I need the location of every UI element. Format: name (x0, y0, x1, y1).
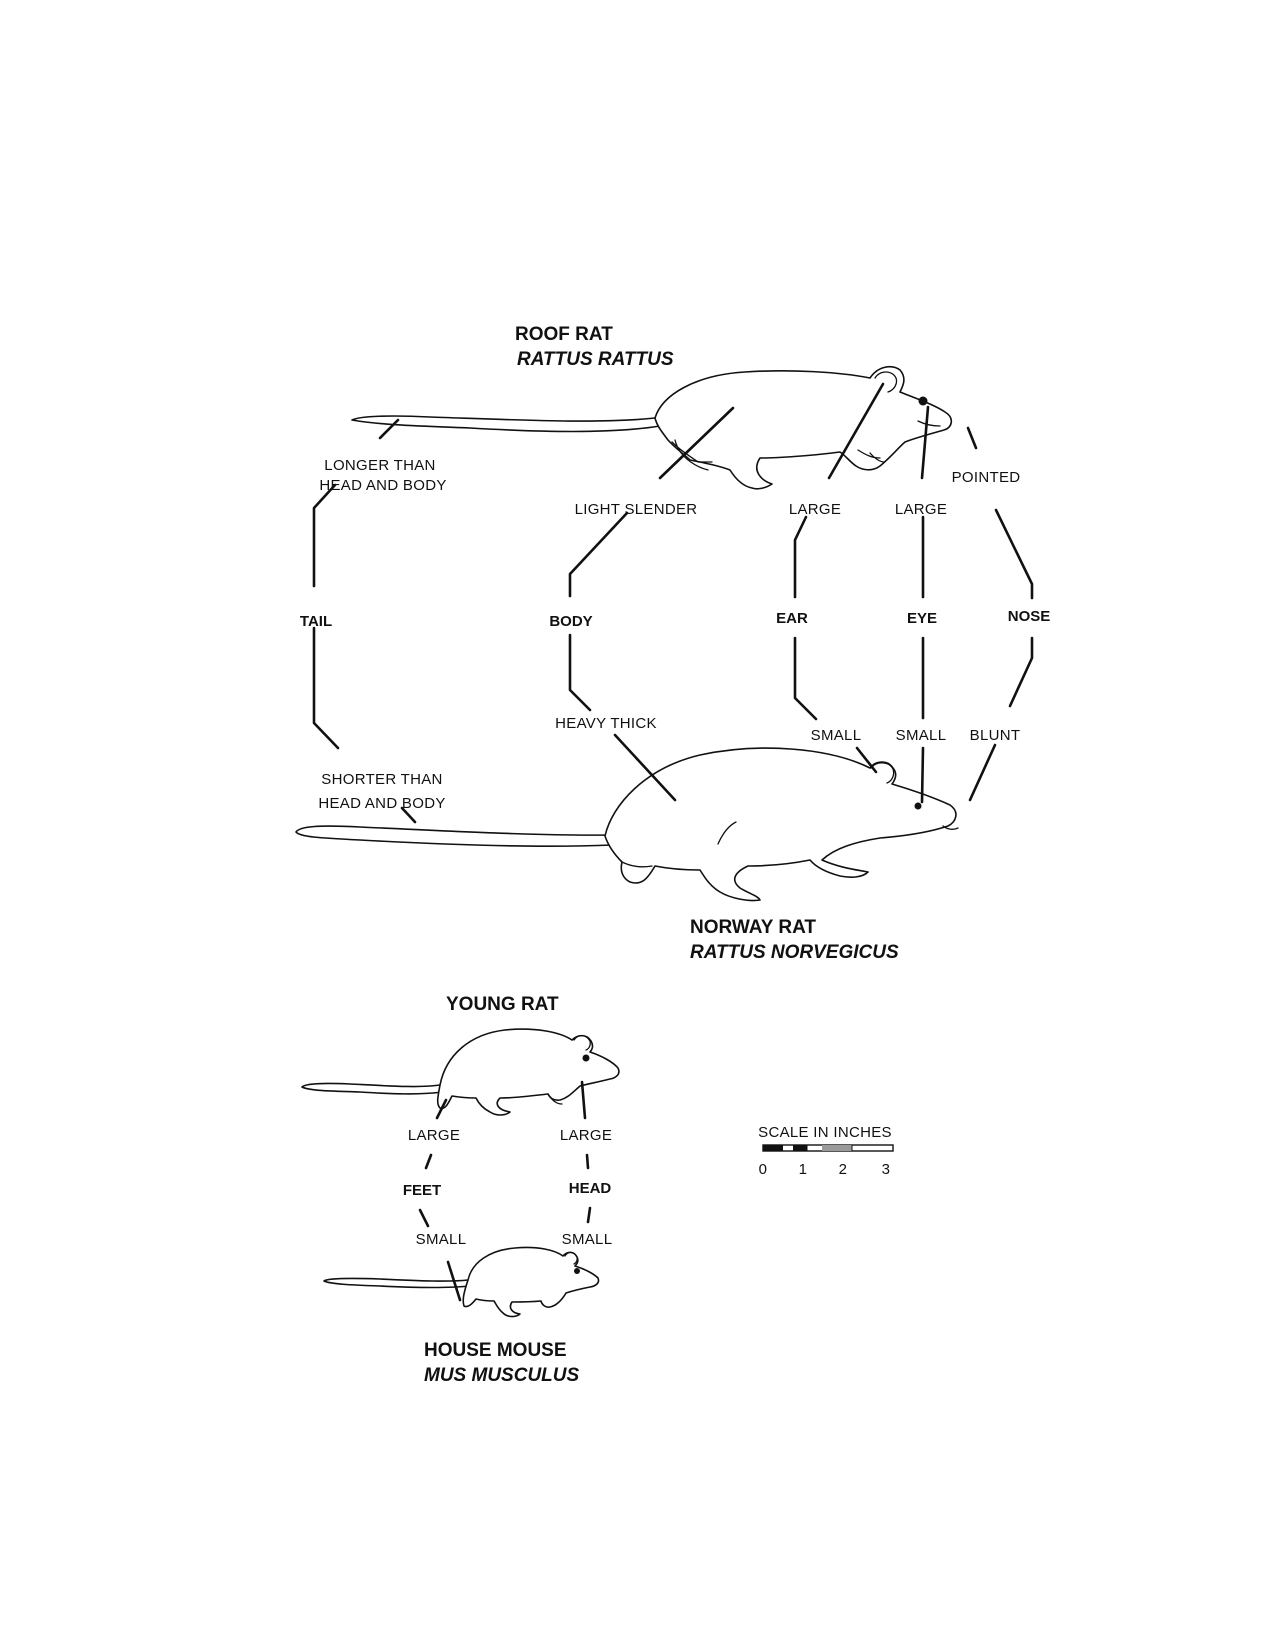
feet-young-label: LARGE (407, 1127, 461, 1144)
house-mouse-eye (574, 1268, 580, 1274)
norway-rat-haunch (717, 821, 737, 845)
body-connector-bottom (568, 633, 677, 802)
scale-bar-segment-1 (763, 1145, 783, 1151)
tail-connector-bottom (312, 626, 417, 824)
eye-connector-top (920, 405, 930, 599)
scale-bar (762, 1144, 894, 1152)
young-rat-tail (301, 1082, 443, 1095)
house-mouse-tail (323, 1277, 471, 1289)
young-rat-fore-leg (547, 1093, 563, 1105)
norway-rat-nose-line (942, 825, 959, 830)
eye-connector-bottom (920, 636, 925, 804)
house-mouse-ear (564, 1251, 578, 1265)
scale-tick-2: 2 (838, 1161, 848, 1178)
eye-norway-label: SMALL (895, 727, 947, 744)
roof-rat-fore-leg (857, 449, 885, 463)
house-mouse-title: HOUSE MOUSE (424, 1340, 567, 1361)
young-mouse-connectors (418, 1080, 592, 1302)
house-mouse-scientific-name: MUS MUSCULUS (424, 1365, 580, 1386)
tail-norway-label-line1: SHORTER THAN (321, 771, 443, 788)
scale-tick-3: 3 (881, 1161, 891, 1178)
tail-connector-top (312, 418, 400, 588)
scale-tick-0: 0 (758, 1161, 768, 1178)
norway-rat-title: NORWAY RAT (690, 917, 816, 938)
nose-connector-top (966, 426, 1034, 600)
feet-mouse-label: SMALL (415, 1231, 467, 1248)
body-norway-label: HEAVY THICK (555, 715, 657, 732)
feet-feature-header: FEET (402, 1182, 442, 1199)
young-rat-illustration (301, 1028, 620, 1116)
feet-connector-bottom (418, 1208, 462, 1302)
body-roof-label: LIGHT SLENDER (574, 501, 698, 518)
tail-norway-label-line2: HEAD AND BODY (318, 795, 446, 812)
scale-tick-1: 1 (798, 1161, 808, 1178)
head-connector-top (580, 1080, 590, 1170)
nose-norway-label: BLUNT (969, 727, 1021, 744)
norway-rat-tail (295, 825, 613, 847)
nose-roof-label: POINTED (951, 469, 1021, 486)
norway-rat-scientific-name: RATTUS NORVEGICUS (690, 942, 899, 963)
head-feature-header: HEAD (568, 1180, 612, 1197)
roof-rat-eye (918, 396, 928, 406)
roof-rat-whisker-line (917, 420, 941, 427)
house-mouse-illustration (323, 1246, 600, 1318)
nose-feature-header: NOSE (1007, 608, 1051, 625)
norway-rat-ear (870, 762, 895, 784)
roof-rat-illustration (351, 365, 953, 490)
body-feature-header: BODY (549, 613, 593, 630)
ear-connector-top (793, 382, 885, 599)
young-rat-title: YOUNG RAT (446, 994, 559, 1015)
young-rat-ear (573, 1034, 591, 1051)
ear-roof-label: LARGE (788, 501, 842, 518)
ear-connector-bottom (793, 636, 878, 774)
roof-rat-title: ROOF RAT (515, 324, 613, 345)
scale-bar-segment-3 (822, 1145, 852, 1151)
nose-connector-bottom (968, 636, 1034, 802)
roof-rat-ear (874, 371, 898, 393)
norway-rat-hind-leg (621, 861, 653, 868)
head-young-label: LARGE (559, 1127, 613, 1144)
tail-roof-label-line2: HEAD AND BODY (319, 477, 447, 494)
young-rat-eye (582, 1054, 590, 1062)
tail-feature-header: TAIL (299, 613, 333, 630)
house-mouse-body (462, 1246, 600, 1318)
norway-rat-illustration (295, 747, 959, 902)
roof-rat-tail (351, 415, 661, 433)
eye-feature-header: EYE (906, 610, 938, 627)
scale-bar-segment-2 (793, 1145, 807, 1151)
scale-title: SCALE IN INCHES (758, 1124, 892, 1141)
young-rat-body (436, 1028, 620, 1116)
ear-norway-label: SMALL (810, 727, 862, 744)
head-mouse-label: SMALL (561, 1231, 613, 1248)
tail-roof-label-line1: LONGER THAN (324, 457, 436, 474)
roof-rat-body (654, 365, 953, 490)
head-connector-bottom (586, 1206, 592, 1224)
ear-feature-header: EAR (776, 610, 808, 627)
feet-connector-top (424, 1098, 448, 1170)
eye-roof-label: LARGE (894, 501, 948, 518)
comparison-connectors (312, 382, 1034, 824)
norway-rat-eye (914, 802, 922, 810)
norway-rat-body (604, 747, 957, 902)
roof-rat-scientific-name: RATTUS RATTUS (517, 349, 674, 370)
body-connector-top (568, 406, 735, 598)
